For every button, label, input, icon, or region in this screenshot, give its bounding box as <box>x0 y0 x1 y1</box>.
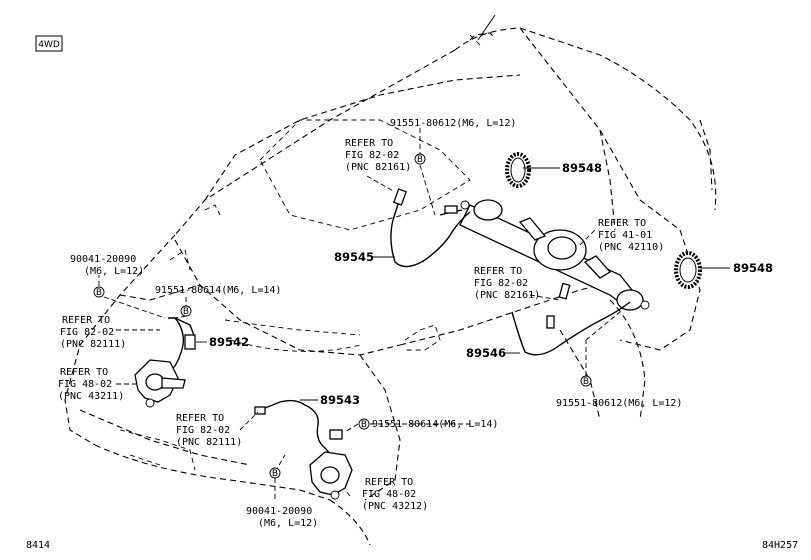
svg-text:FIG 48-02: FIG 48-02 <box>362 489 416 500</box>
svg-text:90041-20090: 90041-20090 <box>246 506 312 517</box>
rear-axle-assembly <box>459 199 650 311</box>
callout-refer-43212: REFER TO FIG 48-02 (PNC 43212) <box>362 477 428 512</box>
front-speed-sensor-left <box>168 317 196 371</box>
svg-text:REFER TO: REFER TO <box>60 367 108 378</box>
svg-text:91551-80614(M6, L=14): 91551-80614(M6, L=14) <box>372 419 498 430</box>
part-89546: 89546 <box>466 346 506 360</box>
svg-text:FIG 82-02: FIG 82-02 <box>345 150 399 161</box>
front-knuckle-right <box>309 451 353 500</box>
svg-text:REFER TO: REFER TO <box>598 218 646 229</box>
svg-text:90041-20090: 90041-20090 <box>70 254 136 265</box>
svg-text:REFER TO: REFER TO <box>345 138 393 149</box>
svg-text:91551-80612(M6, L=12): 91551-80612(M6, L=12) <box>556 398 682 409</box>
svg-text:(M6, L=12): (M6, L=12) <box>258 518 318 529</box>
bolt-marker-front-screw: B <box>358 418 370 430</box>
rear-sensor-rotor-top <box>505 152 531 188</box>
svg-text:(M6, L=12): (M6, L=12) <box>84 266 144 277</box>
part-89545: 89545 <box>334 250 374 264</box>
bolt-marker-left-screw: B <box>180 305 192 317</box>
svg-text:B: B <box>96 288 102 298</box>
svg-text:REFER TO: REFER TO <box>474 266 522 277</box>
svg-text:FIG 41-01: FIG 41-01 <box>598 230 652 241</box>
svg-text:(PNC 43211): (PNC 43211) <box>58 391 124 402</box>
bolt-marker-rear: B <box>580 375 592 387</box>
svg-text:FIG 82-02: FIG 82-02 <box>474 278 528 289</box>
callout-screw-left: 91551-80614(M6, L=14) <box>155 285 281 296</box>
callout-refer-43211: REFER TO FIG 48-02 (PNC 43211) <box>58 367 124 402</box>
leader-lines <box>98 128 730 500</box>
callout-refer-82111-left: REFER TO FIG 82-02 (PNC 82111) <box>60 315 126 350</box>
drive-badge: 4WD <box>35 35 63 52</box>
svg-text:FIG 48-02: FIG 48-02 <box>58 379 112 390</box>
bolt-marker-bottom: B <box>269 467 281 479</box>
bolt-marker-left-top: B <box>93 286 105 298</box>
svg-text:(PNC 82111): (PNC 82111) <box>60 339 126 350</box>
callout-refer-82161-mid: REFER TO FIG 82-02 (PNC 82161) <box>474 266 540 301</box>
part-89548-top: 89548 <box>562 161 602 175</box>
callout-bolt-left-top: 90041-20090 (M6, L=12) <box>70 254 144 277</box>
svg-text:REFER TO: REFER TO <box>176 413 224 424</box>
callout-screw-top-center: 91551-80612(M6, L=12) <box>390 118 516 129</box>
svg-text:REFER TO: REFER TO <box>62 315 110 326</box>
callout-refer-82161-top: REFER TO FIG 82-02 (PNC 82161) <box>345 138 411 173</box>
svg-text:(PNC 43212): (PNC 43212) <box>362 501 428 512</box>
part-89542: 89542 <box>209 335 249 349</box>
part-89548-right: 89548 <box>733 261 773 275</box>
svg-text:B: B <box>583 377 589 387</box>
svg-text:B: B <box>417 155 423 165</box>
svg-text:(PNC 42110): (PNC 42110) <box>598 242 664 253</box>
part-89543: 89543 <box>320 393 360 407</box>
svg-text:FIG 82-02: FIG 82-02 <box>176 425 230 436</box>
footer-left-code: 8414 <box>26 540 50 551</box>
callout-screw-front: 91551-80614(M6, L=14) <box>372 419 498 430</box>
svg-text:B: B <box>183 307 189 317</box>
svg-text:(PNC 82111): (PNC 82111) <box>176 437 242 448</box>
svg-text:REFER TO: REFER TO <box>365 477 413 488</box>
front-knuckle-left <box>134 359 186 408</box>
svg-text:FIG 82-02: FIG 82-02 <box>60 327 114 338</box>
rear-speed-sensor-left <box>390 188 471 268</box>
svg-text:(PNC 82161): (PNC 82161) <box>474 290 540 301</box>
svg-text:B: B <box>361 420 367 430</box>
svg-text:91551-80614(M6, L=14): 91551-80614(M6, L=14) <box>155 285 281 296</box>
vehicle-outline <box>64 14 717 546</box>
svg-text:B: B <box>272 469 278 479</box>
rear-sensor-rotor-right <box>674 251 702 289</box>
callout-refer-42110: REFER TO FIG 41-01 (PNC 42110) <box>598 218 664 253</box>
bolt-marker-top: B <box>414 153 426 165</box>
callout-refer-82111-front: REFER TO FIG 82-02 (PNC 82111) <box>176 413 242 448</box>
callout-screw-rear: 91551-80612(M6, L=12) <box>556 398 682 409</box>
svg-text:(PNC 82161): (PNC 82161) <box>345 162 411 173</box>
svg-text:4WD: 4WD <box>38 40 60 50</box>
svg-text:91551-80612(M6, L=12): 91551-80612(M6, L=12) <box>390 118 516 129</box>
callout-bolt-bottom: 90041-20090 (M6, L=12) <box>246 506 318 529</box>
footer-right-code: 84H257 <box>762 540 798 551</box>
rear-speed-sensor-right <box>511 282 631 356</box>
